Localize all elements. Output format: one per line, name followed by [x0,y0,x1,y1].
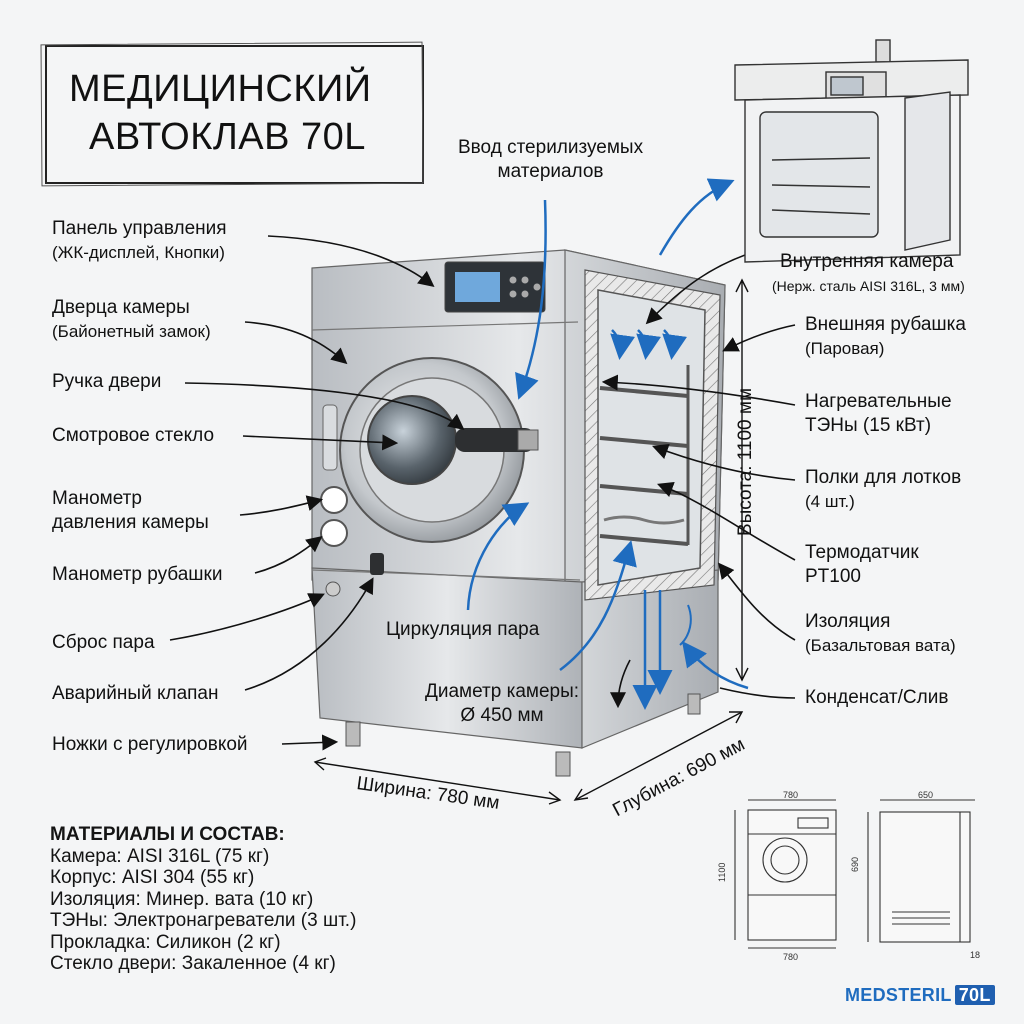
label-condensate-drain: Конденсат/Слив [805,687,949,708]
label-door-handle: Ручка двери [52,371,162,392]
label-jacket-gauge: Манометр рубашки [52,564,223,585]
steam-release-valve [370,553,384,575]
title-line-2: АВТОКЛАВ 70L [89,116,366,158]
side-view-drawing [867,799,975,943]
input-arrow [515,199,547,400]
door-hinge [322,404,338,471]
title-line-1: МЕДИЦИНСКИЙ [69,68,372,110]
label-chamber-diameter: Диаметр камеры: Ø 450 мм [425,681,580,726]
label-tray-shelves: Полки для лотков (4 шт.) [805,467,962,511]
material-item: Изоляция: Минер. вата (10 кг) [50,888,314,910]
label-material-input: Ввод стерилизуемых материалов [458,137,644,182]
label-insulation: Изоляция (Базальтовая вата) [805,611,956,655]
label-steam-release: Сброс пара [52,632,155,653]
material-item: Камера: AISI 316L (75 кг) [50,845,270,867]
chamber-gauge [320,486,348,514]
door-handle [455,428,535,452]
brand-tag: 70L [954,985,995,1005]
brand-name: MEDSTERIL [845,985,952,1005]
materials-list: МАТЕРИАЛЫ И СОСТАВ: Камера: AISI 316L (7… [50,824,356,975]
lcd-display [455,272,500,302]
label-chamber-gauge: Манометр давления камеры [52,488,209,533]
front-view-drawing [734,799,837,949]
label-emergency-valve: Аварийный клапан [52,683,219,704]
shelf [599,534,689,546]
emergency-valve [325,581,341,597]
label-control-panel: Панель управления (ЖК-дисплей, Кнопки) [52,218,227,262]
label-viewing-glass: Смотровое стекло [52,425,215,446]
drawing-side-side: 690 [850,857,860,872]
label-adjustable-feet: Ножки с регулировкой [52,734,248,755]
label-inner-chamber: Внутренняя камера (Нерж. сталь AISI 316L… [772,251,965,294]
page-title: МЕДИЦИНСКИЙ АВТОКЛАВ 70L [69,65,372,161]
label-outer-jacket: Внешняя рубашка (Паровая) [805,314,966,358]
drawing-front-side: 1100 [717,863,727,882]
viewing-glass [367,395,457,485]
label-chamber-door: Дверца камеры (Байонетный замок) [52,297,211,341]
label-steam-circulation: Циркуляция пара [386,619,540,640]
materials-heading: МАТЕРИАЛЫ И СОСТАВ: [50,824,285,845]
drawing-side-bottom: 18 [970,950,980,960]
dimension-height: Высота: 1100 мм [735,387,757,537]
jacket-gauge [320,519,348,547]
drawing-front-top: 780 [783,790,798,800]
inner-chamber-cutaway [597,289,706,586]
material-item: ТЭНы: Электронагреватели (3 шт.) [50,910,357,931]
shelf [599,436,689,448]
material-item: Прокладка: Силикон (2 кг) [50,931,281,953]
drawing-side-top: 650 [918,790,933,800]
drawing-front-bottom: 780 [783,952,798,962]
title-frame: МЕДИЦИНСКИЙ АВТОКЛАВ 70L [40,41,424,187]
label-temp-sensor: Термодатчик PT100 [805,542,919,587]
material-item: Стекло двери: Закаленное (4 кг) [50,953,336,974]
material-item: Корпус: AISI 304 (55 кг) [50,867,255,888]
label-heaters: Нагревательные ТЭНы (15 кВт) [805,391,952,436]
interior-sketch [734,39,969,263]
circulation-arrow [466,502,530,611]
